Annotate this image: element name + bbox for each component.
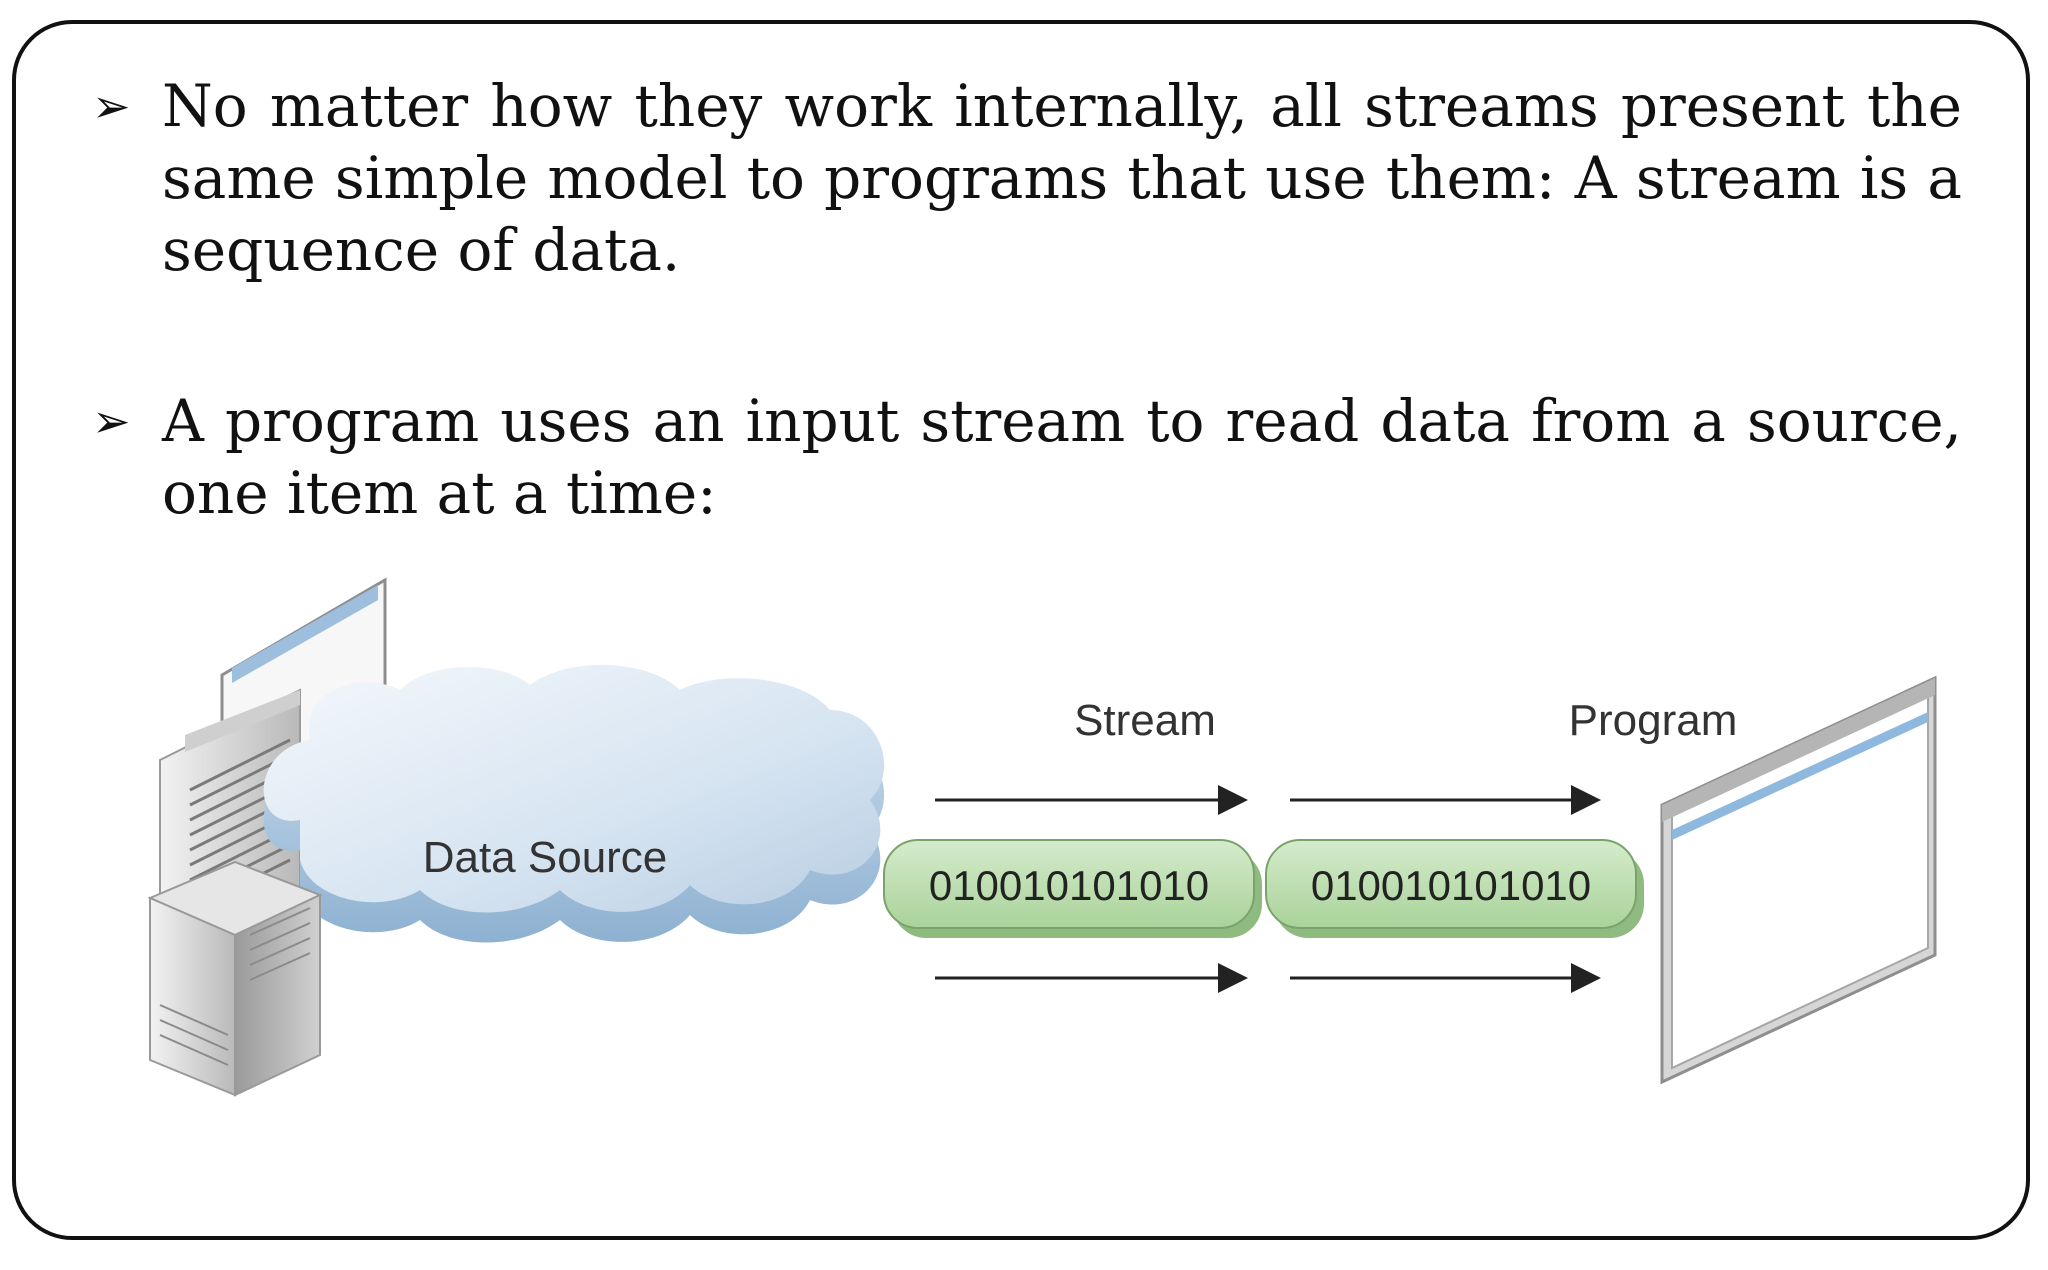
stream-segment-2: 010010101010 [1265, 839, 1644, 938]
program-window-icon [1660, 675, 1937, 1085]
stream-segment-1-bits: 010010101010 [929, 862, 1209, 909]
program-label: Program [1569, 696, 1738, 745]
arrowhead-bullet-icon: ➢ [92, 79, 131, 133]
bullet-text-1: No matter how they work internally, all … [162, 72, 1962, 284]
data-source-cloud: Data Source [263, 664, 885, 943]
arrowhead-bullet-icon: ➢ [92, 394, 131, 448]
server-icon [147, 860, 323, 1097]
bullet-item-1: ➢ No matter how they work internally, al… [92, 70, 1962, 286]
stream-segment-2-bits: 010010101010 [1311, 862, 1591, 909]
bullet-text-2: A program uses an input stream to read d… [162, 387, 1962, 527]
stream-label: Stream [1074, 696, 1216, 745]
slide-frame [12, 20, 2030, 1240]
bullet-item-2: ➢ A program uses an input stream to read… [92, 385, 1962, 529]
data-source-label: Data Source [423, 833, 668, 882]
stream-segment-1: 010010101010 [883, 839, 1262, 938]
